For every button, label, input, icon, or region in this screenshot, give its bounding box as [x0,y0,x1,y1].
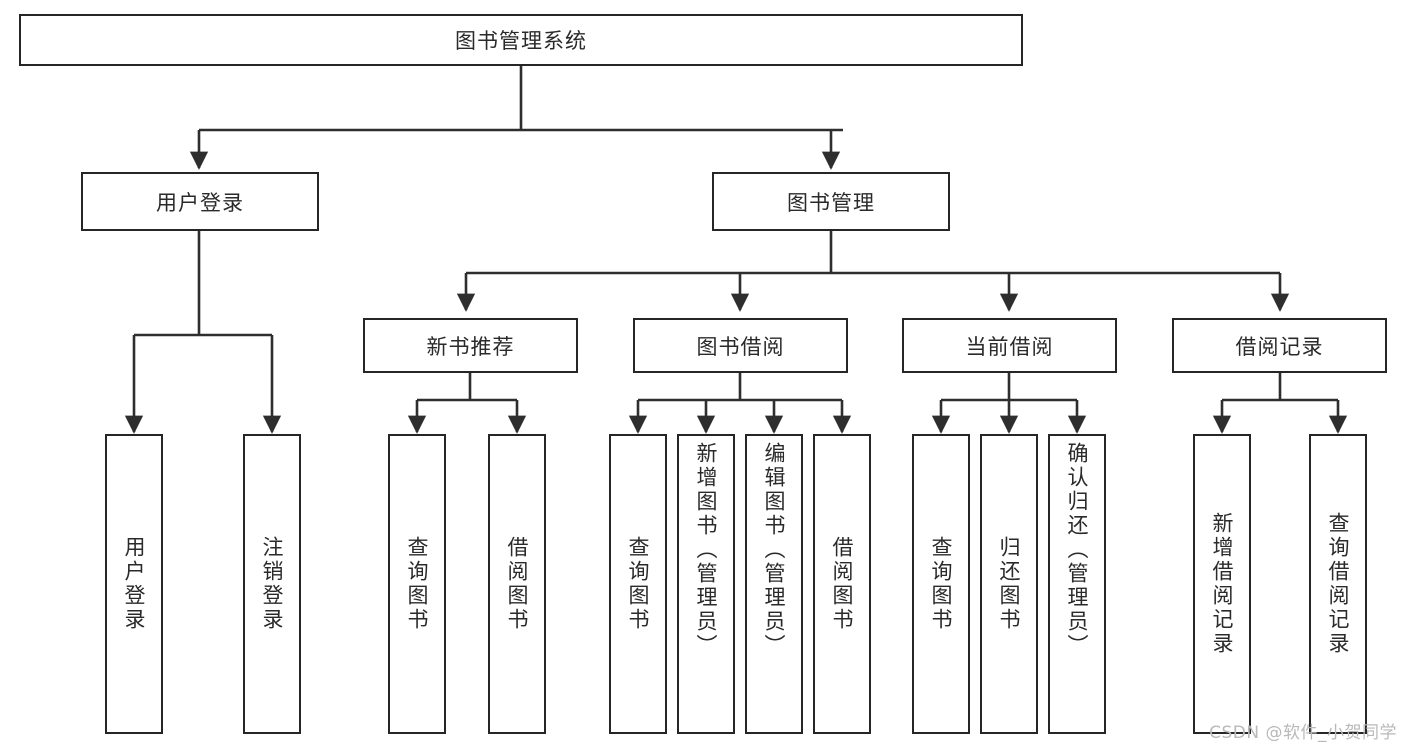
node-label: 查询图书 [626,536,651,632]
node-leaf-add-book-admin[interactable]: 新增图书（管理员） [677,434,735,734]
node-leaf-user-login[interactable]: 用户登录 [105,434,163,734]
node-label: 归还图书 [997,536,1022,632]
node-label: 注销登录 [260,536,285,632]
node-label: 借阅图书 [830,536,855,632]
node-label: 图书管理系统 [455,29,587,53]
node-label: 新增图书（管理员） [694,442,719,658]
node-label: 新增借阅记录 [1210,512,1235,656]
node-label: 当前借阅 [965,334,1054,359]
node-label: 借阅记录 [1235,334,1324,359]
node-borrow-record[interactable]: 借阅记录 [1172,318,1387,373]
node-leaf-query-book-current[interactable]: 查询图书 [912,434,970,734]
node-label: 用户登录 [122,536,147,632]
node-leaf-confirm-return-admin[interactable]: 确认归还（管理员） [1048,434,1106,734]
node-leaf-return-book[interactable]: 归还图书 [980,434,1038,734]
node-label: 确认归还（管理员） [1065,442,1090,658]
node-label: 借阅图书 [505,536,530,632]
node-book-management[interactable]: 图书管理 [712,172,950,231]
node-leaf-query-book-borrow[interactable]: 查询图书 [609,434,667,734]
node-leaf-logout[interactable]: 注销登录 [243,434,301,734]
watermark-text: CSDN @软件_小贺同学 [1209,723,1397,743]
node-label: 查询图书 [405,536,430,632]
node-label: 用户登录 [156,190,244,215]
node-leaf-borrow-book-new[interactable]: 借阅图书 [488,434,546,734]
node-book-borrow[interactable]: 图书借阅 [633,318,848,373]
node-user-login[interactable]: 用户登录 [81,172,319,231]
node-leaf-add-borrow-record[interactable]: 新增借阅记录 [1193,434,1251,734]
node-label: 新书推荐 [426,334,515,359]
node-leaf-edit-book-admin[interactable]: 编辑图书（管理员） [745,434,803,734]
node-label: 图书管理 [787,190,875,215]
node-label: 查询借阅记录 [1326,512,1351,656]
node-leaf-borrow-book[interactable]: 借阅图书 [813,434,871,734]
node-leaf-query-borrow-record[interactable]: 查询借阅记录 [1309,434,1367,734]
node-root-book-management-system[interactable]: 图书管理系统 [19,14,1023,66]
node-leaf-query-book-new[interactable]: 查询图书 [388,434,446,734]
node-current-borrow[interactable]: 当前借阅 [902,318,1117,373]
node-new-book-recommend[interactable]: 新书推荐 [363,318,578,373]
node-label: 查询图书 [929,536,954,632]
node-label: 编辑图书（管理员） [762,442,787,658]
node-label: 图书借阅 [696,334,785,359]
